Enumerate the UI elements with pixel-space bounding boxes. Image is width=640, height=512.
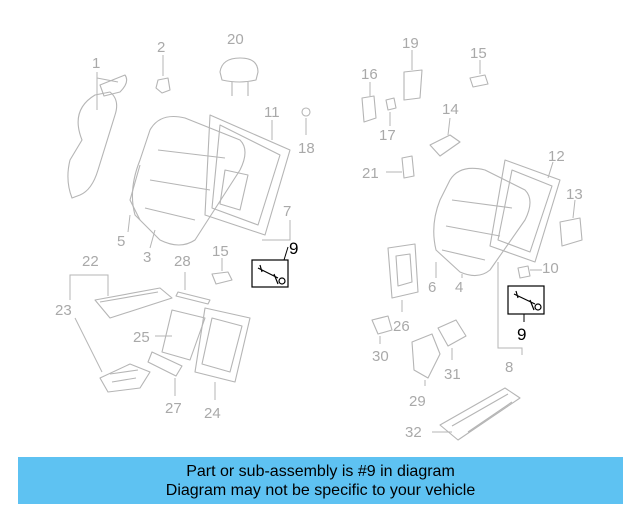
- part-20-headrest: 20: [219, 31, 259, 96]
- callout-32: 32: [405, 424, 422, 441]
- part-22-cushion-pad: 22: [69, 253, 173, 319]
- part-21-bushing: 21: [362, 155, 415, 182]
- part-32-long-rail: 32: [405, 387, 521, 441]
- part-8-label: 8: [497, 262, 523, 376]
- part-17-screw: 17: [379, 97, 397, 144]
- part-28-strip: 28: [174, 253, 211, 305]
- callout-13: 13: [566, 186, 583, 203]
- part-25-panel: 25: [133, 309, 206, 361]
- part-10-clip: 10: [517, 260, 559, 279]
- part-9-bolt-left: 9: [251, 239, 298, 288]
- callout-1: 1: [92, 55, 100, 72]
- part-14-latch: 14: [429, 101, 461, 157]
- callout-2: 2: [157, 39, 165, 56]
- callout-19: 19: [402, 35, 419, 52]
- callout-9-right: 9: [517, 325, 526, 344]
- part-13-cover-right: 13: [559, 186, 583, 247]
- callout-12: 12: [548, 148, 565, 165]
- callout-26: 26: [393, 318, 410, 335]
- part-16-bracket: 16: [361, 66, 378, 123]
- part-26-bracket: 26: [387, 243, 419, 335]
- callout-14: 14: [442, 101, 459, 118]
- part-24-backboard: 24: [194, 307, 251, 422]
- callout-20: 20: [227, 31, 244, 48]
- callout-17: 17: [379, 127, 396, 144]
- callout-21: 21: [362, 165, 379, 182]
- banner-line-1: Part or sub-assembly is #9 in diagram: [186, 463, 455, 480]
- callout-10: 10: [542, 260, 559, 277]
- part-4-seat-back-right: 6 4: [428, 167, 531, 296]
- callout-8: 8: [505, 359, 513, 376]
- part-29-hinge: 29: [409, 333, 441, 410]
- part-11-frame: 11: [204, 104, 291, 236]
- callout-16: 16: [361, 66, 378, 83]
- part-18-washer: 18: [298, 107, 315, 157]
- callout-23: 23: [55, 302, 72, 319]
- callout-15a: 15: [212, 243, 229, 260]
- part-7-label: 7: [262, 203, 291, 241]
- callout-28: 28: [174, 253, 191, 270]
- part-23-bracket: 23: [55, 302, 151, 393]
- callout-15b: 15: [470, 45, 487, 62]
- callout-3: 3: [143, 249, 151, 266]
- callout-5: 5: [117, 233, 125, 250]
- part-30-cap: 30: [371, 315, 393, 365]
- part-19-cover: 19: [402, 35, 423, 101]
- callout-29: 29: [409, 393, 426, 410]
- callout-18: 18: [298, 140, 315, 157]
- part-15-pin-right: 15: [469, 45, 489, 88]
- callout-27: 27: [165, 400, 182, 417]
- callout-7: 7: [283, 203, 291, 220]
- part-12-frame-right: 12: [489, 148, 565, 263]
- callout-30: 30: [372, 348, 389, 365]
- info-banner: Part or sub-assembly is #9 in diagram Di…: [18, 457, 623, 504]
- part-27-trim: 27: [147, 351, 183, 417]
- part-3-seat-back: 5 3: [117, 115, 246, 266]
- part-31-latch: 31: [437, 319, 467, 383]
- callout-11: 11: [264, 104, 280, 121]
- banner-line-2: Diagram may not be specific to your vehi…: [165, 482, 476, 499]
- part-2-clip: 2: [155, 39, 171, 94]
- callout-6: 6: [428, 279, 436, 296]
- part-9-bolt-right: 9: [507, 285, 545, 344]
- callout-31: 31: [444, 366, 461, 383]
- callout-4: 4: [455, 279, 463, 296]
- callout-25: 25: [133, 329, 150, 346]
- part-15-pin-left: 15: [211, 243, 233, 285]
- part-1-side-trim: 1: [67, 55, 128, 199]
- callout-9-left: 9: [289, 239, 298, 258]
- callout-22: 22: [82, 253, 99, 270]
- parts-diagram: 1 2 20 5 3 11 18 7: [55, 31, 583, 441]
- callout-24: 24: [204, 405, 221, 422]
